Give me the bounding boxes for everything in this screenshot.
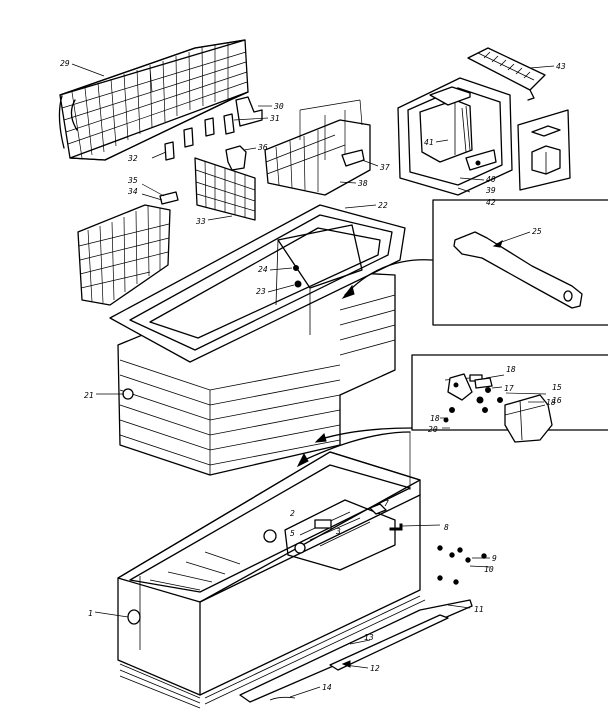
callout-5: 5 (290, 529, 295, 538)
callout-43: 43 (556, 62, 566, 71)
tray-rack (264, 99, 379, 196)
callout-18c: 18 (430, 414, 440, 423)
callout-11: 11 (474, 605, 484, 614)
callout-3: 3 (335, 527, 341, 536)
callout-23: 23 (256, 287, 266, 296)
callout-9: 9 (492, 554, 497, 563)
large-basket (58, 39, 249, 161)
callout-34: 34 (127, 187, 138, 196)
ice-tray-inset (517, 109, 571, 191)
callout-7: 7 (384, 499, 389, 508)
callout-31: 31 (269, 114, 280, 123)
callout-29: 29 (60, 59, 70, 68)
freezer-cabinet (94, 431, 491, 709)
basket-dividers (151, 96, 272, 161)
callout-39: 39 (485, 186, 496, 195)
callout-13: 13 (364, 633, 374, 642)
callout-36: 36 (257, 143, 268, 152)
callout-22: 22 (378, 201, 388, 210)
small-basket (77, 183, 179, 306)
callout-21: 21 (84, 391, 94, 400)
callout-2: 2 (290, 509, 295, 518)
clip (225, 145, 257, 171)
callout-17: 17 (504, 384, 514, 393)
callout-labels: 1 2 3 5 7 8 9 10 11 12 13 14 15 16 17 18… (60, 59, 566, 692)
callout-1: 1 (88, 609, 93, 618)
callout-20: 20 (428, 425, 438, 434)
callout-18b: 18 (546, 398, 556, 407)
callout-37: 37 (379, 163, 390, 172)
callout-25: 25 (532, 227, 542, 236)
inset-box-thermostat (314, 354, 608, 443)
callout-14: 14 (322, 683, 332, 692)
callout-15: 15 (552, 383, 562, 392)
callout-24: 24 (258, 265, 268, 274)
callout-30: 30 (273, 102, 284, 111)
ice-cube-tray (467, 47, 555, 101)
callout-10: 10 (484, 565, 494, 574)
ice-maker-unit (397, 77, 513, 196)
callout-8: 8 (444, 523, 449, 532)
callout-35: 35 (127, 176, 138, 185)
inset-box-hinge (432, 199, 608, 326)
callout-16: 16 (552, 396, 562, 405)
wire-rack (194, 157, 256, 221)
callout-33: 33 (195, 217, 206, 226)
callout-18a: 18 (506, 365, 516, 374)
callout-38: 38 (357, 179, 368, 188)
callout-12: 12 (370, 664, 380, 673)
callout-32: 32 (127, 154, 138, 163)
callout-40: 40 (486, 175, 496, 184)
inner-liner (96, 204, 433, 476)
callout-41: 41 (424, 138, 434, 147)
callout-42: 42 (486, 198, 496, 207)
